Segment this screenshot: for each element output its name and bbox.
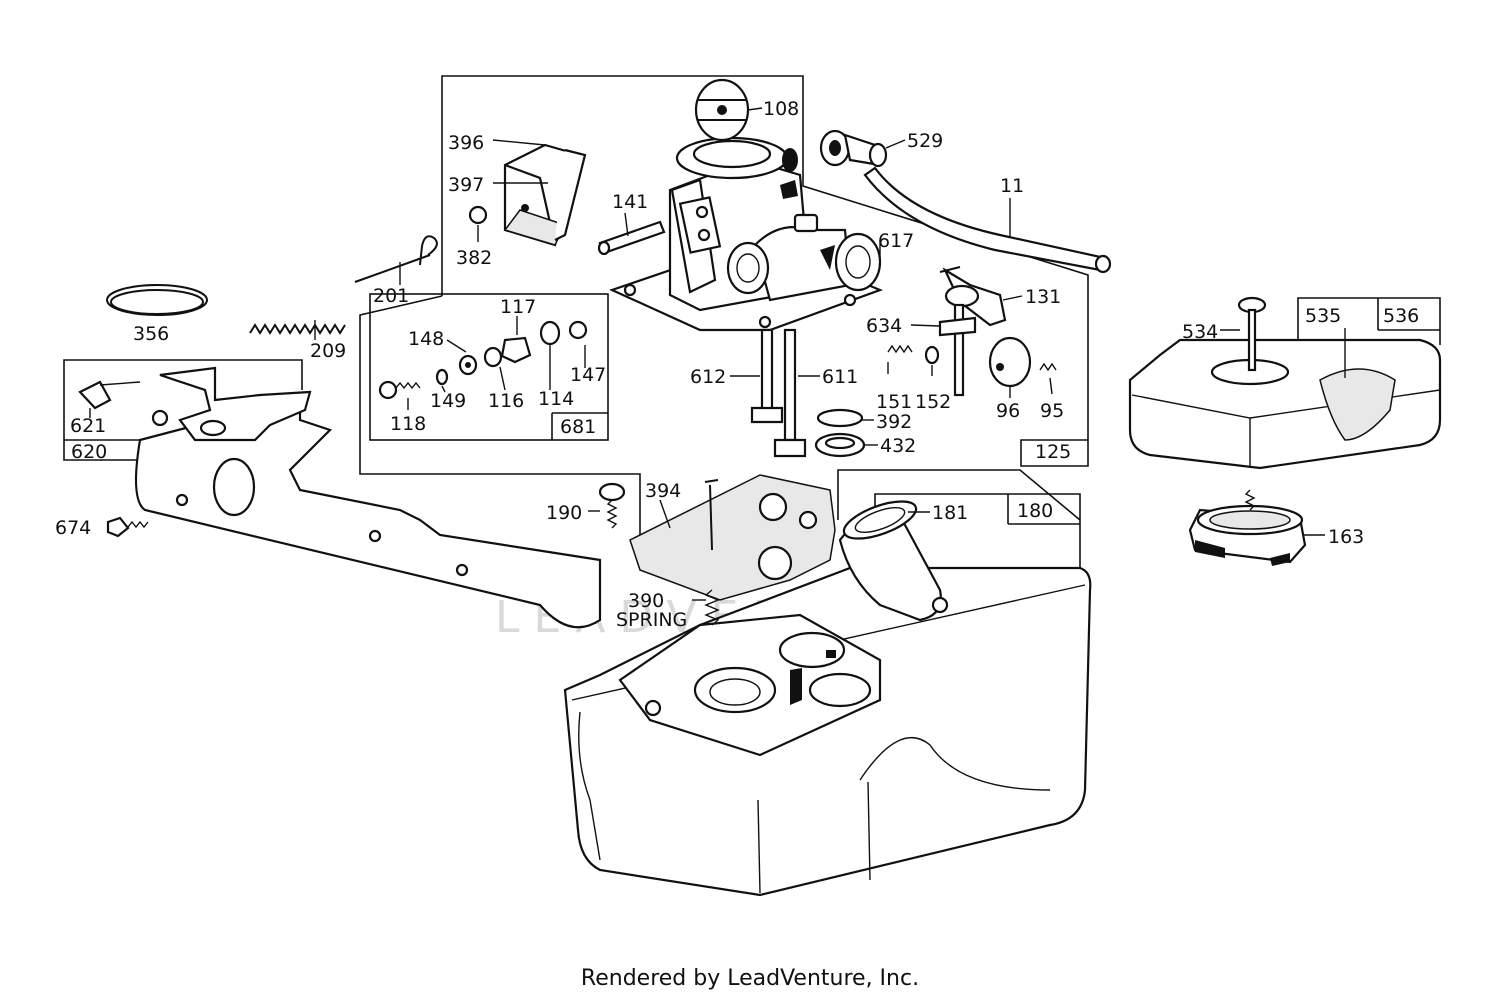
group-box-681: 681 [369,293,609,441]
screws-611-612 [750,328,807,458]
footer-credit: Rendered by LeadVenture, Inc. [581,966,919,991]
label-432: 432 [880,435,916,457]
ring-356 [106,284,208,316]
group-box-536: 536 [1297,297,1441,348]
label-114: 114 [538,388,574,410]
part-108 [694,78,750,142]
fitting-529 [819,129,888,168]
part-141 [597,220,666,256]
label-390-spring: SPRING [616,609,687,631]
washer-432 [814,432,866,458]
fuel-tank [563,566,1092,897]
label-117: 117 [500,296,536,318]
label-396: 396 [448,132,484,154]
group-label-536: 536 [1383,305,1419,327]
tube-11 [863,166,1107,272]
spring-95 [1039,362,1057,372]
label-394: 394 [645,480,681,502]
group-label-681: 681 [560,416,596,438]
kit-681-parts [378,320,588,400]
washer-392 [816,408,864,428]
label-141: 141 [612,191,648,213]
air-cleaner-cover [1128,338,1442,470]
group-box-125: 125 [359,75,1089,540]
spring-209 [249,323,346,335]
label-209: 209 [310,340,346,362]
label-148: 148 [408,328,444,350]
label-612: 612 [690,366,726,388]
plate-96 [988,336,1032,388]
label-163: 163 [1328,526,1364,548]
label-116: 116 [488,390,524,412]
label-634: 634 [866,315,902,337]
label-149: 149 [430,390,466,412]
group-label-180: 180 [1017,500,1053,522]
label-152: 152 [915,391,951,413]
label-190: 190 [546,502,582,524]
leader-lines [89,107,1346,601]
label-356: 356 [133,323,169,345]
carburetor-body [609,136,884,332]
label-390: 390 [628,590,664,612]
label-147: 147 [570,364,606,386]
label-382: 382 [456,247,492,269]
part-labels: 108 396 397 382 141 529 11 617 131 634 6… [55,98,1364,631]
spring-151 [887,344,913,354]
label-108: 108 [763,98,799,120]
screw-674 [106,516,149,538]
screw-382 [468,205,488,225]
label-611: 611 [822,366,858,388]
spring-390 [704,589,720,626]
label-201: 201 [373,285,409,307]
screw-190 [598,482,626,529]
group-label-125: 125 [1035,441,1071,463]
label-621: 621 [70,415,106,437]
label-131: 131 [1025,286,1061,308]
label-95: 95 [1040,400,1064,422]
fuel-pickup-tube [838,500,949,622]
control-bracket [78,366,602,629]
part-396-397 [503,143,587,247]
label-535: 535 [1305,305,1341,327]
label-118: 118 [390,413,426,435]
label-674: 674 [55,517,91,539]
label-11: 11 [1000,175,1024,197]
screw-152 [924,345,940,365]
label-617: 617 [878,230,914,252]
label-534: 534 [1182,321,1218,343]
screw-534 [1237,296,1267,372]
label-529: 529 [907,130,943,152]
group-label-620: 620 [71,441,107,463]
label-397: 397 [448,174,484,196]
base-163 [1188,489,1307,566]
label-96: 96 [996,400,1020,422]
carburetor-gasket [629,474,836,601]
throttle-parts [938,266,1007,397]
label-181: 181 [932,502,968,524]
link-201 [354,235,438,283]
label-151: 151 [876,391,912,413]
label-392: 392 [876,411,912,433]
